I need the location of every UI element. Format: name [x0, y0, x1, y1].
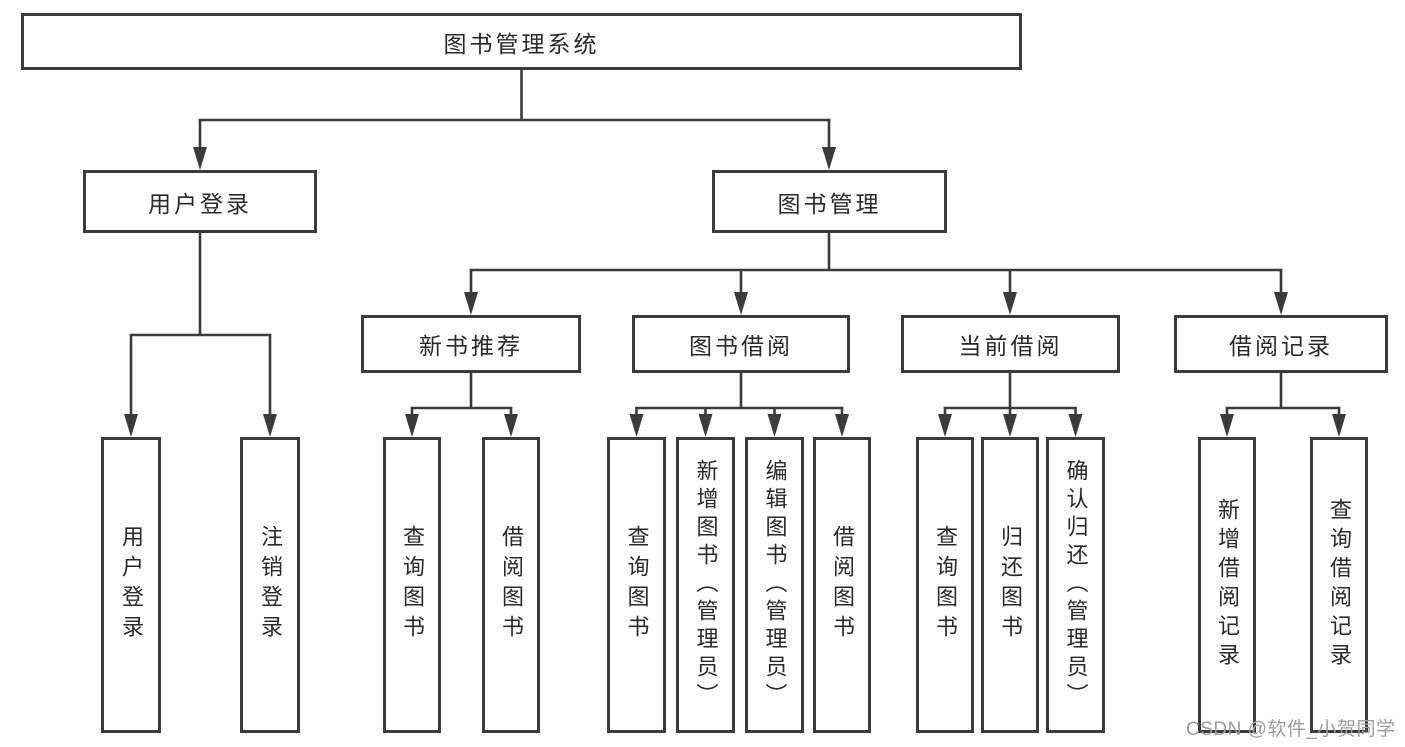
leaf-query-books-2: 查询图书 [607, 437, 666, 733]
leaf-query-books-3-label: 查询图书 [933, 525, 958, 645]
leaf-borrow-books-2-label: 借阅图书 [830, 525, 855, 645]
leaf-borrow-books-1: 借阅图书 [482, 437, 540, 733]
node-new-book-recommend-label: 新书推荐 [419, 333, 523, 359]
leaf-confirm-return-admin: 确认归还（管理员） [1046, 437, 1105, 733]
node-current-borrow: 当前借阅 [901, 315, 1120, 373]
watermark: CSDN @软件_小贺同学 [1186, 719, 1396, 740]
node-root: 图书管理系统 [21, 13, 1022, 70]
leaf-borrow-books-1-label: 借阅图书 [499, 525, 524, 645]
leaf-add-borrow-record-label: 新增借阅记录 [1215, 498, 1240, 672]
leaf-user-login: 用户登录 [101, 437, 161, 733]
node-book-borrow-label: 图书借阅 [689, 333, 793, 359]
leaf-query-books-3: 查询图书 [916, 437, 974, 733]
node-borrow-records-label: 借阅记录 [1229, 333, 1333, 359]
leaf-logout: 注销登录 [240, 437, 300, 733]
leaf-edit-book-admin: 编辑图书（管理员） [745, 437, 804, 733]
node-current-borrow-label: 当前借阅 [958, 333, 1063, 359]
leaf-return-book-label: 归还图书 [998, 525, 1023, 645]
leaf-query-books-2-label: 查询图书 [624, 525, 650, 645]
connector-current-borrow-to-leaves [938, 372, 1083, 437]
connector-user-login-to-leaves [124, 232, 277, 437]
node-book-borrow: 图书借阅 [632, 315, 850, 373]
connector-borrow-records-to-leaves [1220, 372, 1346, 437]
connector-new-book-to-leaves [405, 372, 518, 437]
leaf-query-borrow-record-label: 查询借阅记录 [1327, 498, 1352, 672]
leaf-add-book-admin-label: 新增图书（管理员） [693, 459, 719, 711]
leaf-user-login-label: 用户登录 [119, 525, 144, 645]
leaf-add-book-admin: 新增图书（管理员） [676, 437, 735, 733]
node-borrow-records: 借阅记录 [1174, 315, 1388, 373]
leaf-edit-book-admin-label: 编辑图书（管理员） [762, 459, 788, 711]
node-user-login-label: 用户登录 [148, 190, 252, 217]
node-book-management-label: 图书管理 [777, 190, 882, 217]
connector-book-borrow-to-leaves [629, 372, 849, 437]
leaf-return-book: 归还图书 [981, 437, 1039, 733]
leaf-add-borrow-record: 新增借阅记录 [1198, 437, 1256, 733]
leaf-confirm-return-admin-label: 确认归还（管理员） [1063, 459, 1089, 711]
leaf-query-borrow-record: 查询借阅记录 [1310, 437, 1368, 733]
leaf-query-books-1-label: 查询图书 [400, 525, 425, 645]
node-user-login: 用户登录 [83, 170, 317, 233]
node-new-book-recommend: 新书推荐 [361, 315, 581, 373]
node-root-label: 图书管理系统 [443, 30, 600, 57]
connector-root-to-branches [193, 69, 836, 170]
leaf-borrow-books-2: 借阅图书 [813, 437, 871, 733]
connector-book-management-to-modules [464, 232, 1288, 315]
leaf-query-books-1: 查询图书 [383, 437, 441, 733]
node-book-management: 图书管理 [712, 170, 947, 233]
leaf-logout-label: 注销登录 [258, 525, 283, 645]
